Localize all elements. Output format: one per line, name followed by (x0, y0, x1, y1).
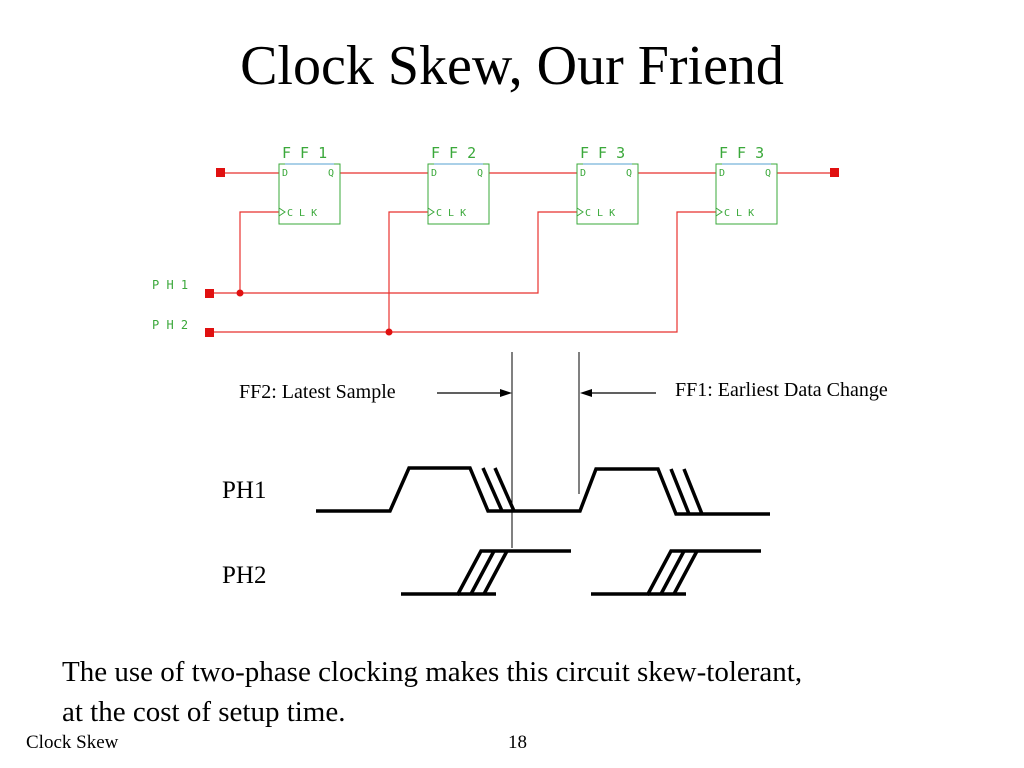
slide-title: Clock Skew, Our Friend (240, 35, 784, 97)
ff1-clk-pin: C L K (287, 208, 317, 219)
flipflop-ff2: F F 2 D Q C L K (427, 144, 490, 225)
ph1-bus (210, 211, 577, 294)
ph1-signal-label: PH1 (222, 477, 266, 504)
ff2-clk-pin: C L K (436, 208, 466, 219)
footer-title: Clock Skew (26, 732, 119, 753)
flipflop-ff4: F F 3 D Q C L K (715, 144, 778, 225)
ph1-waveform (316, 466, 770, 516)
data-output-pin (830, 168, 839, 177)
ff3-clk-pin: C L K (585, 208, 615, 219)
ph1-input-pin (205, 289, 214, 298)
annotation-arrows (437, 389, 656, 397)
ff1-q-pin: Q (328, 168, 334, 179)
flipflop-ff3: F F 3 D Q C L K (576, 144, 639, 225)
caption-line-1: The use of two-phase clocking makes this… (62, 656, 803, 688)
ph2-waveform (401, 549, 761, 596)
ff3-d-pin: D (580, 168, 586, 179)
caption-line-2: at the cost of setup time. (62, 696, 346, 728)
ff4-clk-pin: C L K (724, 208, 754, 219)
annotation-earliest-change: FF1: Earliest Data Change (675, 379, 888, 401)
schematic-nodes (205, 168, 839, 337)
ff4-d-pin: D (719, 168, 725, 179)
schematic-wires (210, 172, 834, 333)
ph2-to-ff2-clk (388, 211, 428, 332)
ph1-input-label: P H 1 (152, 278, 188, 292)
ff1-label: F F 1 (282, 144, 327, 162)
data-input-pin (216, 168, 225, 177)
ph2-junction (385, 328, 393, 336)
page-number: 18 (508, 732, 527, 753)
ph2-input-label: P H 2 (152, 318, 188, 332)
ff3-label: F F 3 (580, 144, 625, 162)
ff4-q-pin: Q (765, 168, 771, 179)
ph1-to-ff1-clk (239, 211, 279, 293)
flipflop-ff1: F F 1 D Q C L K (278, 144, 341, 225)
ph1-junction (236, 289, 244, 297)
ph2-input-pin (205, 328, 214, 337)
ff3-q-pin: Q (626, 168, 632, 179)
annotation-latest-sample: FF2: Latest Sample (239, 381, 396, 403)
ff2-q-pin: Q (477, 168, 483, 179)
slide-caption: The use of two-phase clocking makes this… (62, 652, 962, 732)
timing-markers (511, 352, 580, 548)
ph2-signal-label: PH2 (222, 562, 266, 589)
ph2-bus (210, 211, 716, 333)
ff2-label: F F 2 (431, 144, 476, 162)
ff2-d-pin: D (431, 168, 437, 179)
ff4-label: F F 3 (719, 144, 764, 162)
ff1-d-pin: D (282, 168, 288, 179)
